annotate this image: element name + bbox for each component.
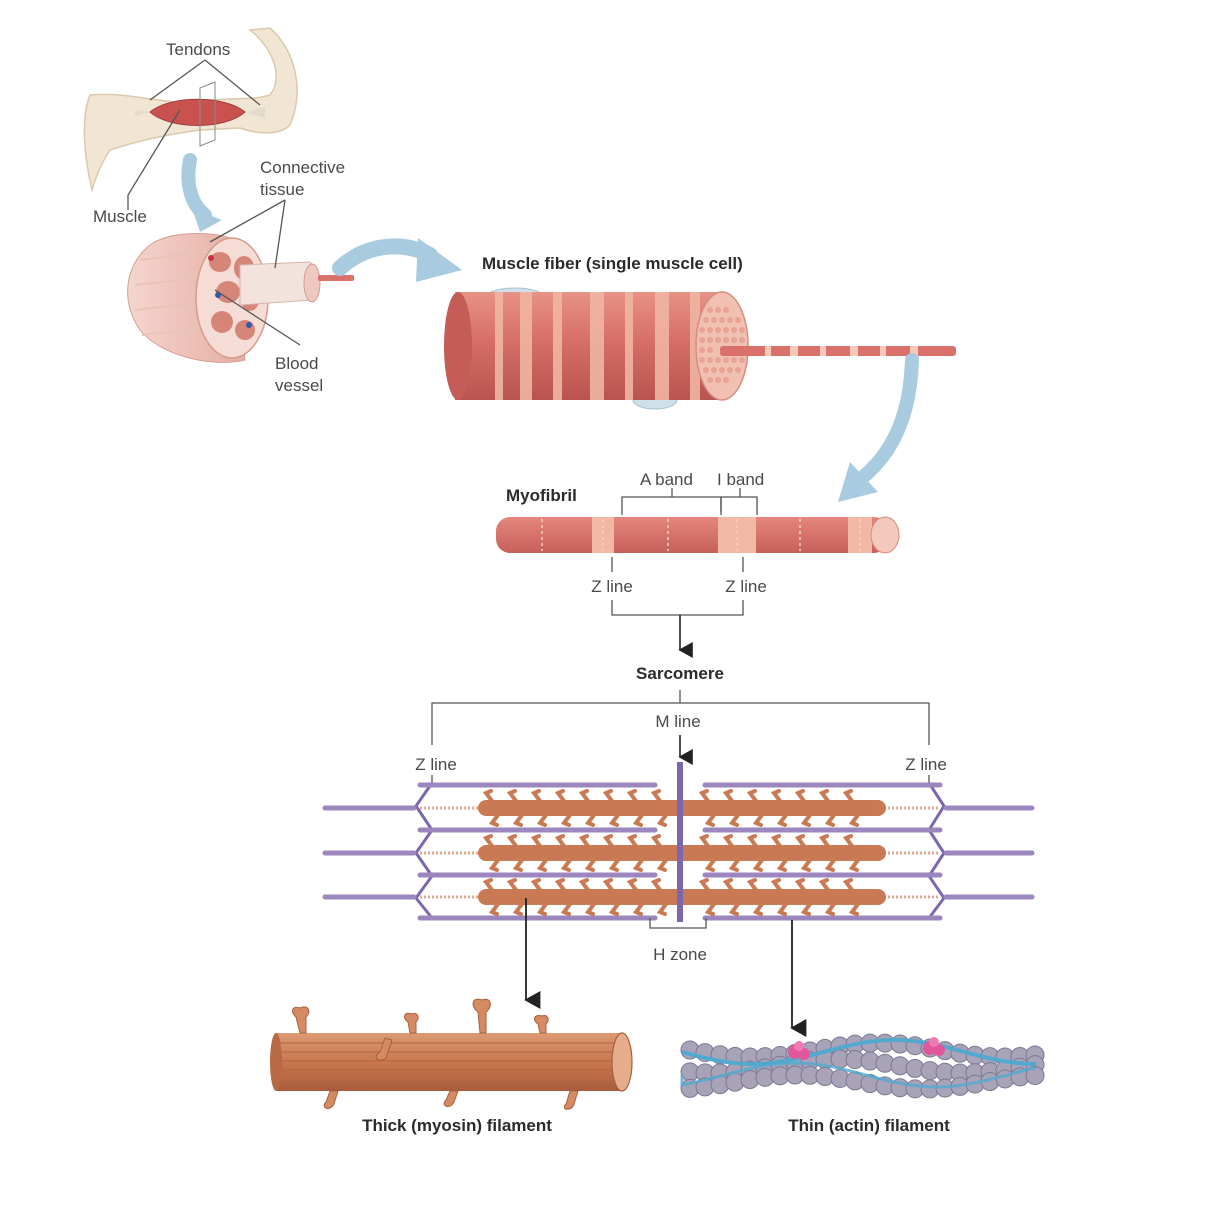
myosin-head [650, 878, 668, 916]
myosin-head [626, 789, 644, 827]
myofibril-band-brackets [611, 488, 758, 658]
arrow-arm-to-bundle-head [192, 208, 222, 232]
myosin-head [578, 834, 596, 872]
label-blood-vessel-2: vessel [275, 376, 324, 395]
myosin-head [650, 834, 668, 872]
label-i-band: I band [717, 470, 765, 489]
myosin-head [530, 834, 548, 872]
thick-filament-detail [270, 998, 633, 1110]
label-z-line-sarcomere-left: Z line [415, 755, 457, 774]
myosin-head [842, 878, 860, 916]
troponin-complex [798, 1048, 810, 1060]
h-zone-bracket [649, 918, 707, 929]
label-h-zone: H zone [653, 945, 707, 964]
myosin-head [794, 834, 812, 872]
myosin-head [602, 878, 620, 916]
arrow-arm-to-bundle [181, 153, 212, 222]
muscle-bundle [127, 233, 354, 363]
myosin-head [722, 789, 740, 827]
label-thin-filament: Thin (actin) filament [788, 1116, 950, 1135]
tropomyosin-strand [681, 1038, 1037, 1066]
myosin-head [818, 789, 836, 827]
myosin-head [698, 834, 716, 872]
myosin-head [530, 878, 548, 916]
m-line [677, 762, 683, 922]
troponin-complex [933, 1044, 945, 1056]
myosin-head [578, 789, 596, 827]
arrow-fiber-to-myofibril-head [838, 462, 878, 502]
label-a-band: A band [640, 470, 693, 489]
label-sarcomere: Sarcomere [636, 664, 724, 683]
myosin-head [770, 789, 788, 827]
myosin-head [818, 834, 836, 872]
label-muscle: Muscle [93, 207, 147, 226]
sarcomere-bracket [431, 690, 930, 783]
arrow-bundle-to-fiber [332, 238, 438, 276]
myosin-head [698, 789, 716, 827]
myosin-head [506, 789, 524, 827]
tendon-callout-lines [127, 59, 261, 210]
myosin-head [722, 878, 740, 916]
myosin-head [698, 878, 716, 916]
label-m-line: M line [655, 712, 701, 731]
arm-illustration [83, 27, 298, 193]
myosin-head [602, 834, 620, 872]
myosin-head [770, 878, 788, 916]
g-actin-bead [1025, 1065, 1045, 1085]
muscle-fiber [444, 287, 956, 410]
label-myofibril: Myofibril [506, 486, 577, 505]
label-muscle-fiber: Muscle fiber (single muscle cell) [482, 254, 743, 273]
myosin-head [794, 878, 812, 916]
myosin-head [722, 834, 740, 872]
myosin-head [770, 834, 788, 872]
myosin-head [506, 834, 524, 872]
myofibril [496, 516, 900, 554]
arrow-bundle-to-fiber-head [416, 238, 462, 282]
tropomyosin-strand [680, 1061, 1037, 1089]
myosin-head [626, 834, 644, 872]
myosin-head [746, 878, 764, 916]
myosin-head [578, 878, 596, 916]
myosin-head [482, 834, 500, 872]
myosin-head [530, 789, 548, 827]
label-z-line-sarcomere-right: Z line [905, 755, 947, 774]
myosin-head [650, 789, 668, 827]
label-z-line-myofibril-right: Z line [725, 577, 767, 596]
troponin-complex [794, 1041, 804, 1051]
label-z-line-myofibril-left: Z line [591, 577, 633, 596]
myosin-head [746, 834, 764, 872]
troponin-complex [929, 1037, 939, 1047]
myosin-head [554, 834, 572, 872]
myosin-head [626, 878, 644, 916]
thin-filament-detail [680, 1033, 1045, 1099]
myosin-head [794, 789, 812, 827]
label-blood-vessel-1: Blood [275, 354, 319, 373]
myosin-head [602, 789, 620, 827]
myosin-head [842, 834, 860, 872]
myosin-head [842, 789, 860, 827]
myosin-head [482, 789, 500, 827]
label-connective-tissue-1: Connective [260, 158, 346, 177]
myosin-head [506, 878, 524, 916]
bundle-callout-lines [209, 199, 301, 346]
label-tendons: Tendons [166, 40, 231, 59]
myosin-head [554, 878, 572, 916]
myosin-head [482, 878, 500, 916]
myosin-head [554, 789, 572, 827]
sarcomere-filaments [322, 782, 1035, 921]
myosin-head [818, 878, 836, 916]
myosin-head [746, 789, 764, 827]
label-connective-tissue-2: tissue [260, 180, 305, 199]
arrow-fiber-to-myofibril [855, 353, 919, 485]
label-thick-filament: Thick (myosin) filament [362, 1116, 552, 1135]
